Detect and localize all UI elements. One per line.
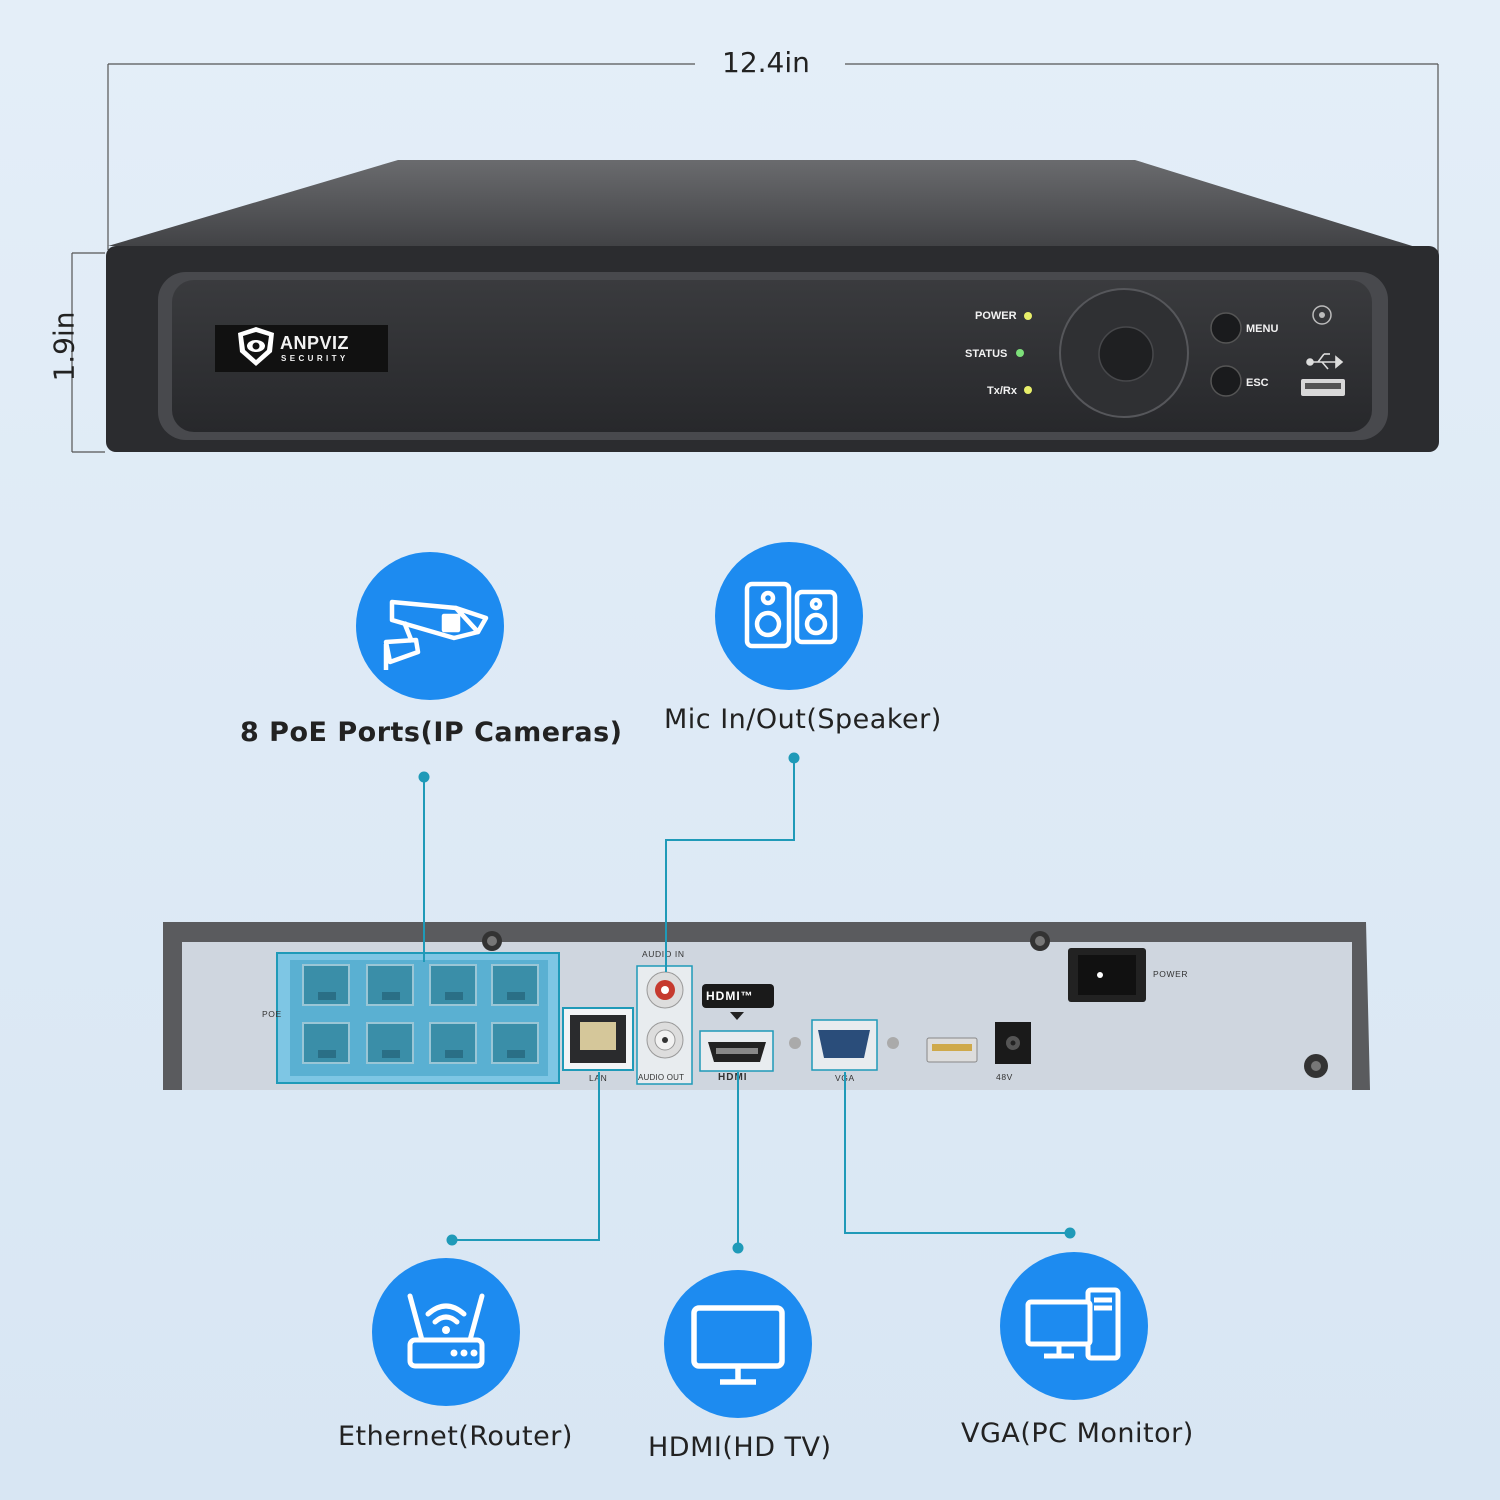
hdmi-port-label: HDMI bbox=[718, 1072, 748, 1083]
led-txrx bbox=[1024, 386, 1032, 394]
led-label-txrx: Tx/Rx bbox=[987, 385, 1017, 397]
poe-port-6 bbox=[366, 1022, 414, 1064]
led-label-power: POWER bbox=[975, 310, 1017, 322]
feature-label-poe: 8 PoE Ports(IP Cameras) bbox=[240, 717, 623, 748]
poe-port-2 bbox=[366, 964, 414, 1006]
led-power bbox=[1024, 312, 1032, 320]
usb-icon bbox=[1306, 353, 1344, 370]
feature-label-ethernet: Ethernet(Router) bbox=[338, 1421, 573, 1452]
cctv-camera-icon bbox=[383, 599, 489, 670]
poe-port-5 bbox=[302, 1022, 350, 1064]
audio-speaker-circle bbox=[715, 542, 863, 690]
lan-port-label: LAN bbox=[589, 1073, 608, 1083]
poe-port-8 bbox=[491, 1022, 539, 1064]
feature-label-hdmi: HDMI(HD TV) bbox=[648, 1432, 832, 1463]
esc-button-label: ESC bbox=[1246, 377, 1269, 389]
poe-port-4 bbox=[491, 964, 539, 1006]
tv-monitor-icon bbox=[691, 1305, 785, 1385]
width-dimension-label: 12.4in bbox=[722, 46, 810, 79]
power-switch-label: POWER bbox=[1153, 969, 1189, 979]
poe-port-label: POE bbox=[262, 1009, 282, 1019]
vga-pc-circle bbox=[1000, 1252, 1148, 1400]
audio-out-label: AUDIO OUT bbox=[638, 1073, 685, 1082]
poe-port-7 bbox=[429, 1022, 477, 1064]
hdmi-badge: HDMI™ bbox=[706, 989, 754, 1003]
led-status bbox=[1016, 349, 1024, 357]
audio-in-label: AUDIO IN bbox=[642, 949, 685, 959]
speaker-icon bbox=[744, 581, 838, 649]
ethernet-router-circle bbox=[372, 1258, 520, 1406]
poe-port-3 bbox=[429, 964, 477, 1006]
nvr-front-view bbox=[106, 160, 1439, 452]
poe-camera-circle bbox=[356, 552, 504, 700]
hdmi-tv-circle bbox=[664, 1270, 812, 1418]
feature-label-vga: VGA(PC Monitor) bbox=[961, 1418, 1194, 1449]
menu-button-label: MENU bbox=[1246, 323, 1279, 335]
router-icon bbox=[407, 1293, 485, 1369]
dc-input-label: 48V bbox=[996, 1072, 1013, 1082]
brand-name: ANPVIZ bbox=[280, 333, 350, 353]
poe-port-1 bbox=[302, 964, 350, 1006]
feature-label-audio: Mic In/Out(Speaker) bbox=[664, 704, 942, 735]
desktop-pc-icon bbox=[1025, 1287, 1121, 1361]
brand-subtitle: SECURITY bbox=[281, 354, 349, 363]
led-label-status: STATUS bbox=[965, 348, 1008, 360]
